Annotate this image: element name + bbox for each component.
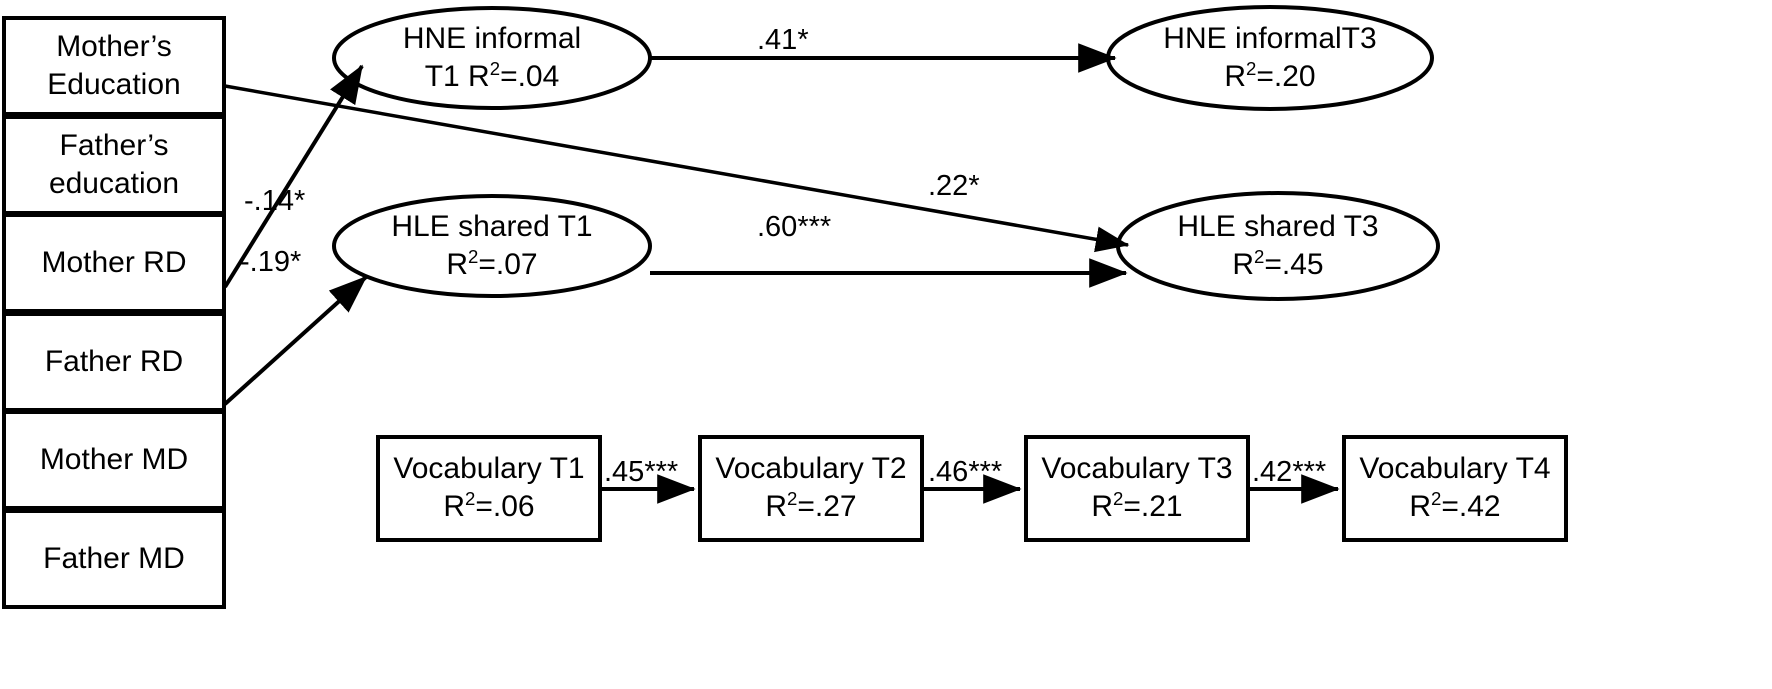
box-vocabulary-t4 [1342, 435, 1568, 542]
box-mother-md [2, 410, 226, 510]
path-label-vocabulary-t2-to-t3: .46*** [928, 456, 1003, 488]
box-father-md [2, 509, 226, 609]
path-label-vocabulary-t1-to-t2: .45*** [604, 456, 679, 488]
path-label-father-rd-to-hle-shared-t1: -.19* [240, 246, 302, 278]
path-label-hle-shared-t1-to-t3: .60*** [757, 211, 832, 243]
box-vocabulary-t3 [1024, 435, 1250, 542]
ellipse-hne-informal-t3 [1106, 5, 1434, 111]
box-mother-rd [2, 213, 226, 313]
path-label-mother-rd-to-hne-informal-t1: -.14* [244, 185, 306, 217]
box-mothers-education [2, 16, 226, 116]
ellipse-hle-shared-t1 [332, 194, 652, 298]
path-label-mothers-education-to-hle-shared-t3: .22* [928, 170, 980, 202]
box-father-rd [2, 312, 226, 412]
ellipse-hne-informal-t1 [332, 6, 652, 110]
path-label-vocabulary-t3-to-t4: .42*** [1252, 456, 1327, 488]
path-label-hne-informal-t1-to-t3: .41* [757, 24, 809, 56]
box-vocabulary-t1 [376, 435, 602, 542]
box-vocabulary-t2 [698, 435, 924, 542]
box-fathers-education [2, 115, 226, 215]
edge-mother-rd-to-hne-informal-t1 [223, 64, 364, 289]
edge-mothers-education-to-hle-shared-t3 [224, 84, 1130, 253]
edge-father-rd-to-hle-shared-t1 [223, 275, 368, 406]
ellipse-hle-shared-t3 [1116, 191, 1440, 301]
